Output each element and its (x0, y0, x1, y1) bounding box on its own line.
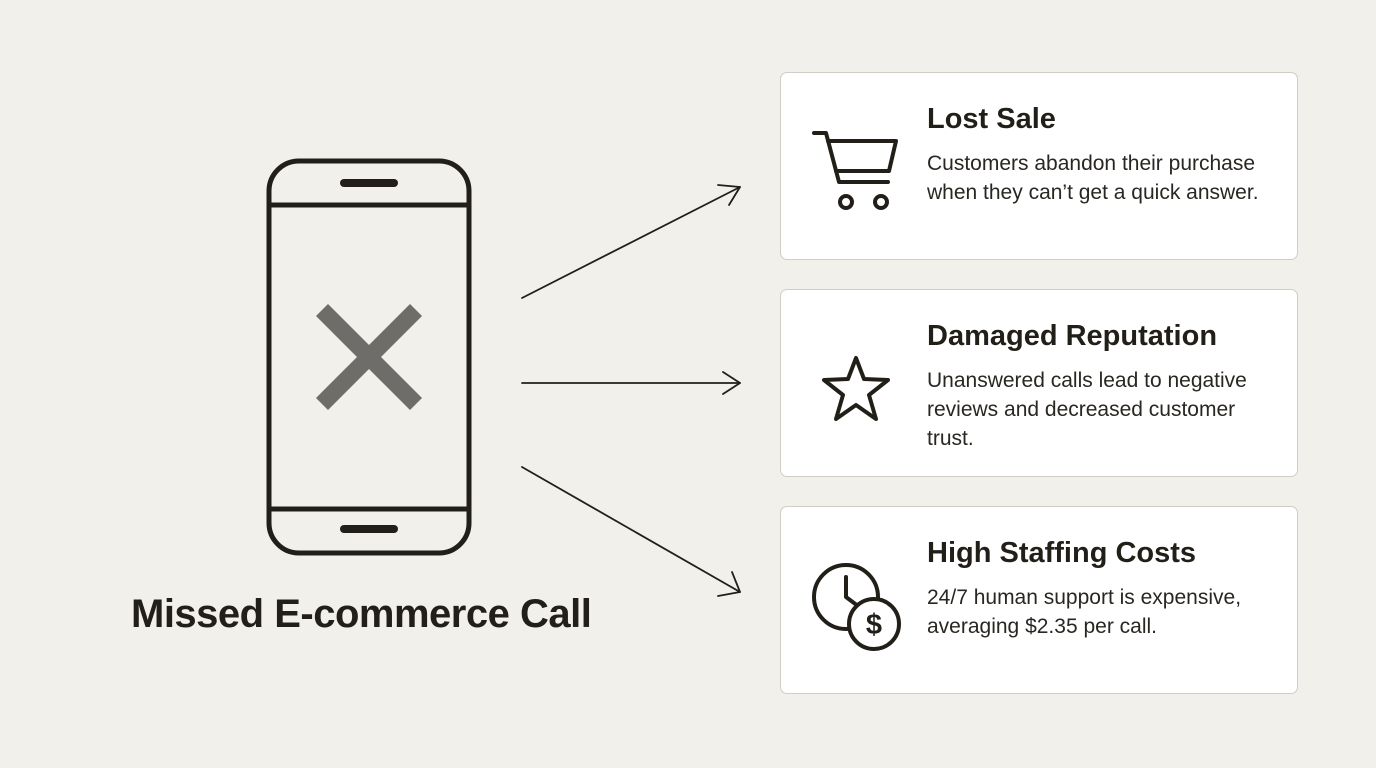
arrow-to-lost-sale (521, 184, 741, 299)
arrow-to-high-staffing-costs (521, 466, 741, 597)
consequence-card-lost-sale: Lost Sale Customers abandon their purcha… (780, 72, 1298, 260)
svg-text:$: $ (866, 609, 882, 641)
card-title: Lost Sale (927, 103, 1056, 135)
card-description: Customers abandon their purchase when th… (927, 152, 1259, 204)
card-title: Damaged Reputation (927, 320, 1218, 352)
consequence-card-damaged-reputation: Damaged Reputation Unanswered calls lead… (780, 289, 1298, 477)
star-icon (811, 344, 901, 434)
shopping-cart-icon (811, 127, 901, 217)
x-mark-icon (315, 303, 423, 411)
source-label: Missed E-commerce Call (131, 592, 592, 636)
arrow-to-damaged-reputation (521, 371, 741, 395)
card-description: 24/7 human support is expensive, averagi… (927, 586, 1242, 638)
card-description: Unanswered calls lead to negative review… (927, 369, 1247, 450)
clock-dollar-icon: $ (811, 561, 901, 651)
phone-with-x-icon (266, 158, 472, 556)
card-title: High Staffing Costs (927, 537, 1197, 569)
consequence-card-high-staffing-costs: $ High Staffing Costs 24/7 human support… (780, 506, 1298, 694)
